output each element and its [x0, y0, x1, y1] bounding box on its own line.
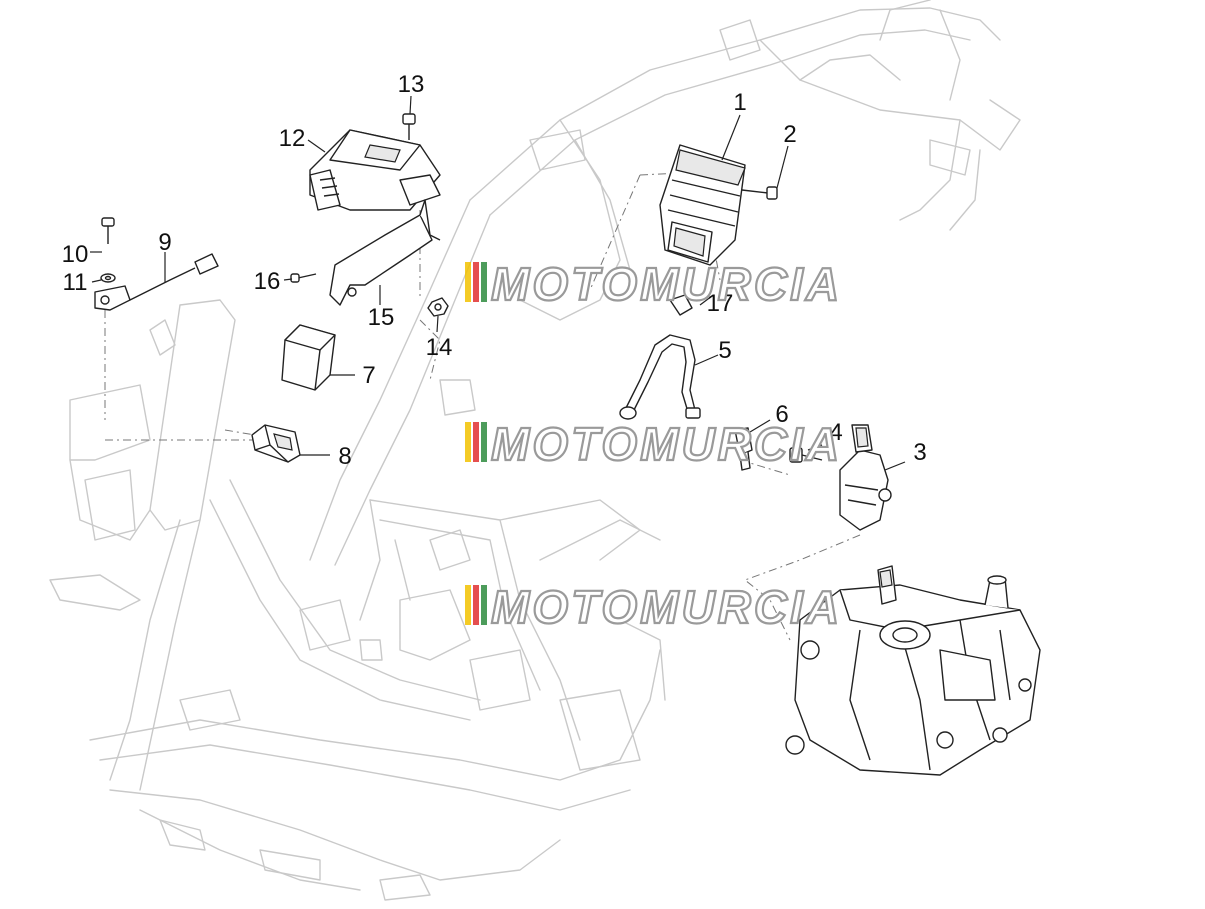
callout-10: 10: [62, 241, 89, 268]
callout-9: 9: [158, 229, 171, 256]
part-voltage-regulator: [659, 144, 746, 266]
callout-3: 3: [913, 439, 926, 466]
part-ecu: [309, 129, 441, 211]
part-screw-13: [402, 113, 416, 140]
callout-6: 6: [775, 401, 788, 428]
part-clip-17: [669, 294, 693, 316]
part-bolt-4: [789, 447, 823, 463]
watermark-bottom: MOTOMURCIA: [465, 580, 842, 634]
callout-5: 5: [718, 337, 731, 364]
part-nut-14: [427, 297, 449, 317]
callout-labels: 1 2 3 4 5 6 7 8 9 10 11 12 13 14 15 16 1…: [62, 71, 927, 470]
part-screw-16: [290, 273, 317, 283]
part-bolt-2: [741, 186, 778, 200]
callout-13: 13: [398, 71, 425, 98]
callout-11: 11: [63, 269, 88, 296]
callout-4: 4: [829, 419, 842, 446]
callout-7: 7: [362, 362, 375, 389]
part-sensor-3: [839, 424, 892, 531]
watermark-text: MOTOMURCIA: [491, 418, 842, 470]
callout-2: 2: [783, 121, 796, 148]
part-sensor-6: [734, 427, 753, 471]
assembly-center-lines: [104, 171, 861, 641]
callout-12: 12: [279, 125, 306, 152]
callout-8: 8: [338, 443, 351, 470]
part-sensor-cable: [94, 253, 219, 311]
callout-17: 17: [707, 290, 734, 317]
callout-16: 16: [254, 268, 281, 295]
callout-15: 15: [368, 304, 395, 331]
part-rubber-mount: [251, 424, 301, 463]
watermark-text: MOTOMURCIA: [491, 258, 842, 310]
part-relay: [281, 324, 336, 391]
part-washer-11: [100, 273, 116, 283]
watermark-text: MOTOMURCIA: [491, 581, 842, 633]
leader-lines: [90, 95, 906, 471]
callout-1: 1: [733, 89, 746, 116]
part-screw-10: [101, 217, 115, 244]
part-engine-block: [785, 565, 1041, 776]
callout-14: 14: [426, 334, 453, 361]
watermark-middle: MOTOMURCIA: [465, 417, 842, 471]
part-ecu-bracket: [329, 199, 441, 306]
watermark-top: MOTOMURCIA: [465, 257, 842, 311]
part-cable-5: [619, 334, 701, 420]
